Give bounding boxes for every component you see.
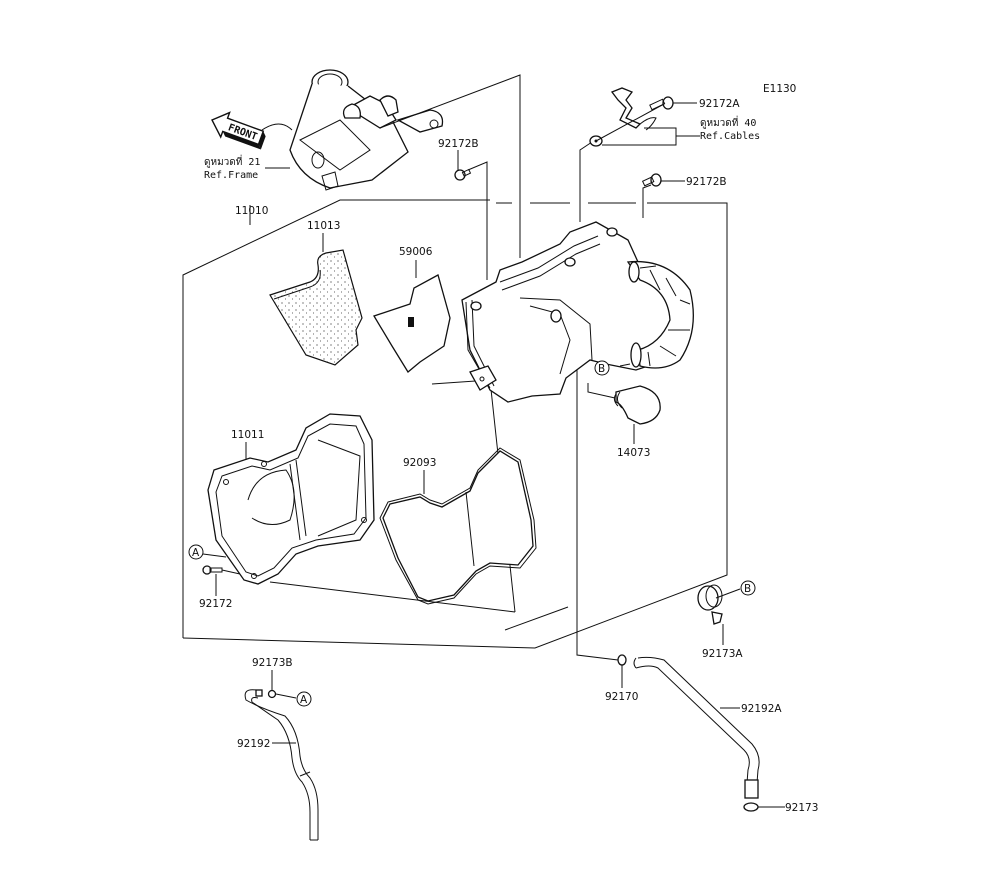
part-label-59006[interactable]: 59006 xyxy=(399,246,433,258)
callout-A-cover: A xyxy=(188,544,227,560)
elbow-14073 xyxy=(613,385,661,444)
callout-B-label: B xyxy=(598,363,605,375)
hose-92192: A xyxy=(244,670,319,841)
part-label-92173A[interactable]: 92173A xyxy=(702,648,743,660)
callout-A-hose-label: A xyxy=(300,694,308,706)
air-box-cover-11011 xyxy=(207,413,375,585)
part-label-92172B-left[interactable]: 92172B xyxy=(438,138,479,150)
cable-clip-part xyxy=(589,87,665,147)
part-label-92172A[interactable]: 92172A xyxy=(699,98,740,110)
ref-cables-thai: ดูหมวดที่ 40 xyxy=(700,115,756,129)
diagram-code: E1130 xyxy=(763,83,796,95)
part-label-92192[interactable]: 92192 xyxy=(237,738,270,750)
part-label-11013[interactable]: 11013 xyxy=(307,220,340,232)
part-label-92173B[interactable]: 92173B xyxy=(252,657,293,669)
gasket-92093 xyxy=(379,447,537,605)
hose-92192A xyxy=(633,656,760,799)
frame-part xyxy=(261,69,444,191)
part-label-92170[interactable]: 92170 xyxy=(605,691,638,703)
clamp-92173 xyxy=(743,802,785,812)
plate-59006 xyxy=(373,260,451,373)
callout-A-label: A xyxy=(192,547,200,559)
part-label-11011[interactable]: 11011 xyxy=(231,429,264,441)
part-label-92172B-right[interactable]: 92172B xyxy=(686,176,727,188)
clip-92170 xyxy=(617,654,627,688)
part-label-92173[interactable]: 92173 xyxy=(785,802,818,814)
ref-frame-thai: ดูหมวดที่ 21 xyxy=(204,154,260,168)
air-filter-element-11013 xyxy=(269,233,363,366)
screw-92172 xyxy=(202,565,241,596)
front-arrow-icon: FRONT xyxy=(211,111,266,150)
part-label-92093[interactable]: 92093 xyxy=(403,457,436,469)
screw-92172A xyxy=(649,96,697,111)
ref-cables-label[interactable]: Ref.Cables xyxy=(700,131,760,142)
part-label-11010[interactable]: 11010 xyxy=(235,205,268,217)
part-label-92192A[interactable]: 92192A xyxy=(741,703,782,715)
screw-92172B-right xyxy=(641,173,685,187)
callout-B-housing: B xyxy=(594,360,610,376)
air-box-housing xyxy=(461,221,694,403)
clamp-92173A: B xyxy=(697,580,756,645)
part-label-92172[interactable]: 92172 xyxy=(199,598,232,610)
ref-cables-bracket xyxy=(602,127,700,146)
ref-frame-label[interactable]: Ref.Frame xyxy=(204,170,258,181)
screw-92172B-left xyxy=(454,150,472,181)
callout-B-clamp-label: B xyxy=(744,583,751,595)
part-label-14073[interactable]: 14073 xyxy=(617,447,650,459)
